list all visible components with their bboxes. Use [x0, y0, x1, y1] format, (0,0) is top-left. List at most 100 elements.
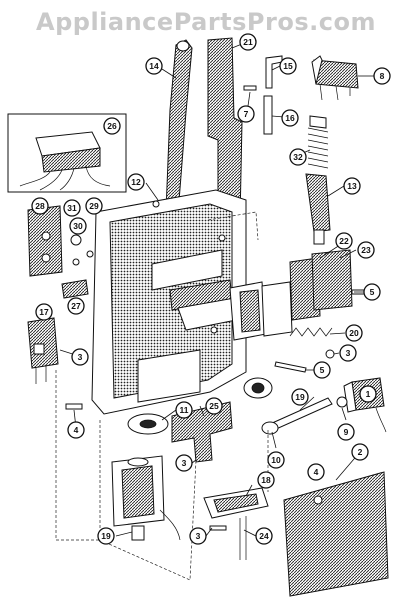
callout-30: 30 [69, 217, 87, 235]
callout-label: 20 [349, 328, 359, 338]
callout-label: 27 [71, 301, 81, 311]
callout-label: 8 [380, 71, 385, 81]
callout-3-left: 3 [71, 348, 89, 366]
part-spring [307, 115, 329, 169]
callout-label: 3 [346, 348, 351, 358]
part-microswitch [27, 317, 59, 384]
callout-label: 4 [314, 467, 319, 477]
callout-label: 3 [78, 352, 83, 362]
callout-1: 1 [359, 385, 377, 403]
callout-4-left: 4 [67, 421, 85, 439]
callout-label: 5 [320, 365, 325, 375]
callout-19-right: 19 [291, 388, 309, 406]
callout-label: 7 [244, 109, 249, 119]
callout-24: 24 [255, 527, 273, 545]
callout-label: 24 [259, 531, 269, 541]
callout-label: 28 [35, 201, 45, 211]
callout-8: 8 [373, 67, 391, 85]
part-lower-solenoid [111, 455, 181, 541]
part-nut [325, 349, 335, 359]
part-spring-lower [289, 327, 333, 337]
callout-label: 32 [293, 152, 303, 162]
callout-15: 15 [279, 57, 297, 75]
callout-3-right: 3 [339, 344, 357, 362]
part-lever-assembly [203, 487, 269, 560]
callout-16: 16 [281, 109, 299, 127]
part-screw-lower [274, 361, 307, 373]
part-insulator-plates [289, 249, 353, 321]
part-cover-plate [283, 471, 389, 597]
part-switch [311, 55, 359, 101]
callout-label: 14 [149, 61, 159, 71]
part-screw-left [65, 403, 83, 410]
callout-13: 13 [343, 177, 361, 195]
part-l-pin [265, 55, 283, 89]
callout-27: 27 [67, 297, 85, 315]
callout-22: 22 [335, 232, 353, 250]
callout-label: 26 [107, 121, 117, 131]
callout-12: 12 [127, 173, 145, 191]
callout-25: 25 [205, 397, 223, 415]
callout-31: 31 [63, 199, 81, 217]
part-plunger [261, 396, 348, 435]
part-magnet-ring [127, 413, 169, 435]
leader-lines [59, 43, 374, 537]
callout-label: 11 [180, 405, 189, 415]
part-rod [263, 95, 273, 135]
callout-32: 32 [289, 148, 307, 166]
callout-label: 23 [361, 245, 371, 255]
callout-20: 20 [345, 324, 363, 342]
part-small-screw [243, 85, 257, 91]
callout-label: 1 [366, 389, 371, 399]
callout-label: 4 [74, 425, 79, 435]
watermark-text: AppliancePartsPros.com [36, 8, 376, 36]
callout-28: 28 [31, 197, 49, 215]
callout-label: 9 [344, 427, 349, 437]
part-center-solenoid [229, 281, 293, 341]
part-bushing [243, 377, 273, 399]
callout-5-lower: 5 [313, 361, 331, 379]
callout-label: 29 [89, 201, 99, 211]
callout-label: 15 [283, 61, 293, 71]
callout-label: 2 [358, 447, 363, 457]
callout-label: 17 [39, 307, 49, 317]
callout-label: 5 [370, 287, 375, 297]
callout-23: 23 [357, 241, 375, 259]
callout-label: 12 [131, 177, 141, 187]
callout-19-bottom: 19 [97, 527, 115, 545]
callout-17: 17 [35, 303, 53, 321]
callout-11: 11 [175, 401, 193, 419]
callout-9: 9 [337, 423, 355, 441]
callout-label: 18 [261, 475, 271, 485]
callout-29: 29 [85, 197, 103, 215]
callout-label: 13 [347, 181, 357, 191]
callout-label: 31 [67, 203, 77, 213]
callout-2: 2 [351, 443, 369, 461]
callout-label: 3 [196, 531, 201, 541]
callout-5-upper: 5 [363, 283, 381, 301]
part-side-plate [27, 205, 94, 277]
callout-label: 21 [243, 37, 253, 47]
callout-3-middle: 3 [175, 454, 193, 472]
part-lever-arm [165, 39, 193, 215]
callout-label: 10 [271, 455, 281, 465]
callout-21: 21 [239, 33, 257, 51]
callout-label: 19 [101, 531, 111, 541]
callout-label: 19 [295, 392, 305, 402]
callout-14: 14 [145, 57, 163, 75]
callout-label: 22 [339, 236, 349, 246]
callout-4-right: 4 [307, 463, 325, 481]
callout-18: 18 [257, 471, 275, 489]
callout-10: 10 [267, 451, 285, 469]
callout-26: 26 [103, 117, 121, 135]
callout-label: 30 [73, 221, 83, 231]
part-main-frame [91, 189, 259, 415]
callout-label: 25 [209, 401, 219, 411]
part-screw-bottom [209, 525, 227, 531]
part-actuator [305, 173, 331, 245]
callout-label: 3 [182, 458, 187, 468]
callout-label: 16 [285, 113, 295, 123]
part-clip [61, 279, 89, 299]
callout-7: 7 [237, 105, 255, 123]
